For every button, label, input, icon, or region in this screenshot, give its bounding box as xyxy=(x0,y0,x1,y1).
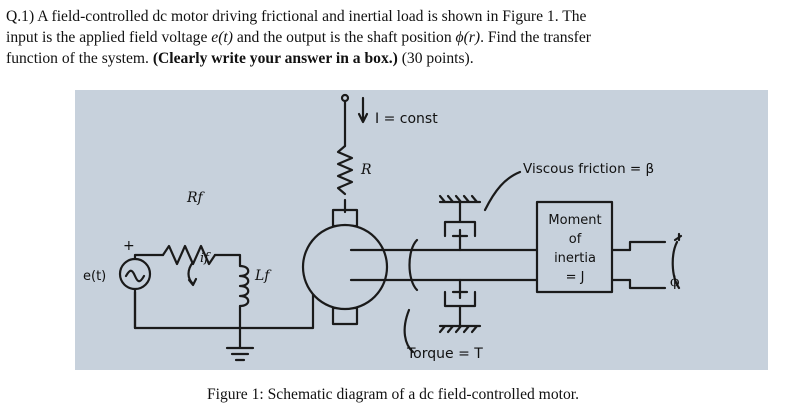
source-wave xyxy=(124,269,146,283)
field-resistor xyxy=(161,244,217,266)
question-line-2: input is the applied field voltage e(t) … xyxy=(6,29,591,46)
damper-bottom xyxy=(443,278,477,328)
inertia-label-4: = J xyxy=(566,270,585,285)
torque-arrow xyxy=(408,238,419,292)
armature-resistor-label: R xyxy=(360,162,372,178)
field-wire-right-top xyxy=(213,253,242,268)
field-resistor-label: Rf xyxy=(186,190,206,206)
question-line-1: Q.1) A field-controlled dc motor driving… xyxy=(6,8,587,25)
inertia-block xyxy=(535,200,614,294)
output-symbol: ϕ(r) xyxy=(455,29,481,46)
field-inductor-label: Lf xyxy=(254,268,272,284)
inertia-label-2: of xyxy=(569,232,582,247)
question-number: Q.1) xyxy=(6,8,35,25)
terminal xyxy=(340,93,350,103)
friction-leader xyxy=(483,170,522,212)
inertia-label-3: inertia xyxy=(554,251,596,266)
answer-instruction: (Clearly write your answer in a box.) xyxy=(152,50,398,67)
armature-resistor xyxy=(336,144,354,196)
ground-symbol xyxy=(225,326,255,362)
points: (30 points). xyxy=(397,50,474,67)
viscous-friction-label: Viscous friction = β xyxy=(523,161,654,177)
field-wire-bottom xyxy=(133,290,242,330)
plus-sign: + xyxy=(123,238,135,254)
field-inductor xyxy=(238,264,250,308)
rotation-arrowhead xyxy=(673,232,683,242)
brush-bottom xyxy=(331,306,359,326)
inertia-label-1: Moment xyxy=(548,213,601,228)
current-arrowhead xyxy=(187,277,198,287)
shaft-output xyxy=(628,240,667,290)
motor-armature xyxy=(301,223,389,311)
question-line-3: function of the system. (Clearly write y… xyxy=(6,50,474,67)
input-symbol: e(t) xyxy=(211,29,233,46)
rotation-arrow xyxy=(671,240,681,290)
schematic-diagram: I = const R Viscous friction = β Rf if L… xyxy=(83,93,683,362)
torque-label: Torque = T xyxy=(406,346,483,362)
current-label: I = const xyxy=(375,111,438,127)
current-direction-arrow xyxy=(357,96,369,124)
source-label: e(t) xyxy=(83,269,106,284)
field-current-label: if xyxy=(200,251,211,266)
question-text: Q.1) A field-controlled dc motor driving… xyxy=(6,6,782,69)
torque-leader xyxy=(403,308,415,354)
output-angle-label: ϕ xyxy=(670,274,680,290)
figure-photo: I = const R Viscous friction = β Rf if L… xyxy=(75,90,768,370)
figure-caption: Figure 1: Schematic diagram of a dc fiel… xyxy=(207,386,579,403)
damper-top xyxy=(443,200,477,252)
